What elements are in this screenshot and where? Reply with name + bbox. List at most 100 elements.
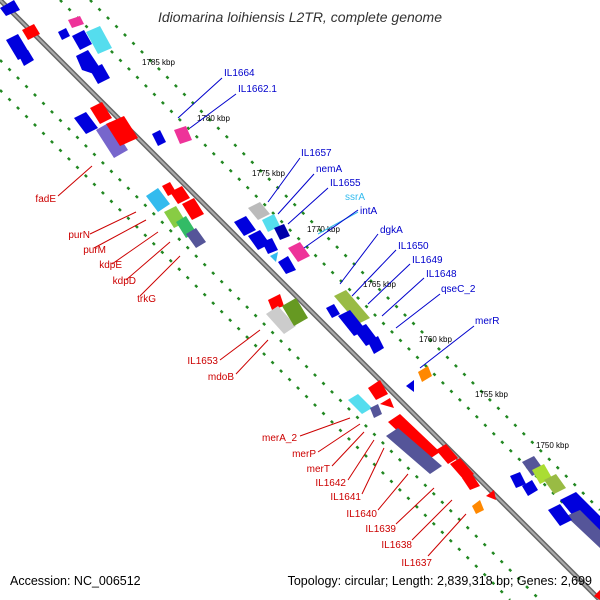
accession-label: Accession: NC_006512 [10, 574, 141, 588]
gene-arrow [274, 224, 290, 240]
gene-arrow [170, 186, 190, 204]
gene-arrow [186, 228, 206, 248]
gene-label: trkG [137, 294, 156, 305]
forward-features [58, 16, 600, 548]
gene-arrow [406, 380, 414, 392]
gene-arrow [510, 472, 526, 488]
gene-label: IL1649 [412, 255, 443, 266]
gene-arrow [334, 290, 370, 324]
gene-arrow [368, 380, 388, 400]
gene-label: IL1637 [401, 558, 432, 569]
tick-label: 1775 kbp [252, 169, 285, 178]
gene-arrow [266, 306, 296, 334]
gene-label: merT [307, 464, 330, 475]
forward-labels: IL1664 IL1662.1 IL1657 nemA IL1655 ssrA … [224, 68, 499, 327]
gene-arrow [368, 336, 384, 354]
gene-arrow [282, 298, 308, 326]
tick-label: 1770 kbp [307, 225, 340, 234]
gene-arrow [288, 242, 310, 262]
gene-arrow [182, 198, 204, 220]
gene-label: purN [68, 230, 90, 241]
gene-arrow [234, 216, 256, 236]
genome-summary: Topology: circular; Length: 2,839,318 bp… [287, 574, 592, 588]
gene-label: merA_2 [262, 433, 297, 444]
gene-arrow [594, 590, 600, 600]
gene-arrow [248, 202, 270, 220]
gene-label: nemA [316, 164, 342, 175]
gene-arrow [106, 116, 138, 146]
forward-leaders [177, 77, 475, 369]
gene-arrow [436, 444, 458, 464]
tick-label: 1785 kbp [142, 58, 175, 67]
gene-arrow [566, 510, 600, 548]
reverse-labels: fadE purN purM kdpE kdpD trkG IL1653 mdo… [35, 194, 432, 569]
gene-label: kdpD [113, 276, 136, 287]
gene-label: purM [83, 245, 106, 256]
gene-arrow [58, 28, 70, 40]
gene-label: IL1653 [187, 356, 218, 367]
gene-label: IL1662.1 [238, 84, 277, 95]
rna-arrow [270, 252, 278, 262]
gene-arrow [152, 130, 166, 146]
gene-arrow [68, 16, 84, 28]
gene-label: ssrA [345, 192, 365, 203]
gene-label: kdpE [99, 260, 122, 271]
gene-label: merP [292, 449, 316, 460]
gene-arrow [386, 428, 442, 474]
tick-label: 1750 kbp [536, 441, 569, 450]
gene-label: IL1655 [330, 178, 361, 189]
gene-arrow [262, 238, 278, 254]
gene-arrow [0, 0, 20, 16]
gene-arrow [380, 398, 394, 408]
gene-arrow [326, 304, 340, 318]
tick-label: 1755 kbp [475, 390, 508, 399]
gene-arrow [268, 294, 284, 310]
gene-arrow [486, 490, 496, 500]
gene-arrow [462, 474, 480, 490]
tick-label: 1780 kbp [197, 114, 230, 123]
gene-arrow [146, 188, 170, 212]
gene-label: mdoB [208, 372, 234, 383]
gene-label: IL1638 [381, 540, 412, 551]
gene-label: merR [475, 316, 499, 327]
gene-arrow [548, 504, 572, 526]
tick-label: 1760 kbp [419, 335, 452, 344]
page-title: Idiomarina loihiensis L2TR, complete gen… [157, 9, 443, 25]
gene-arrow [348, 394, 372, 414]
gene-label: qseC_2 [441, 284, 476, 295]
gene-arrow [74, 112, 98, 134]
gene-arrow [22, 24, 40, 40]
gene-arrow [472, 500, 484, 514]
gene-arrow [86, 26, 112, 54]
gene-label: IL1641 [330, 492, 361, 503]
gene-arrow [522, 480, 538, 496]
gene-label: IL1642 [315, 478, 346, 489]
gene-arrow [544, 474, 566, 494]
gene-label: dgkA [380, 225, 403, 236]
gene-label: IL1640 [346, 509, 377, 520]
gene-arrow [450, 458, 474, 480]
gene-label: fadE [35, 194, 56, 205]
gene-arrow [96, 122, 128, 158]
tick-label: 1765 kbp [363, 280, 396, 289]
gene-label: IL1650 [398, 241, 429, 252]
kbp-ticks: 1785 kbp 1780 kbp 1775 kbp 1770 kbp 1765… [142, 58, 569, 450]
gene-label: IL1664 [224, 68, 255, 79]
gene-arrow [90, 64, 110, 84]
gene-arrow [174, 126, 192, 144]
gene-arrow [388, 414, 440, 460]
gene-label: IL1648 [426, 269, 457, 280]
gene-arrow [18, 50, 34, 66]
gene-label: intA [360, 206, 378, 217]
gene-arrow [278, 256, 296, 274]
gene-arrow [370, 404, 382, 418]
gene-label: IL1639 [365, 524, 396, 535]
reverse-leaders [57, 165, 467, 557]
gene-arrow [418, 366, 432, 382]
gene-arrow [90, 102, 112, 124]
gene-arrow [72, 30, 92, 50]
